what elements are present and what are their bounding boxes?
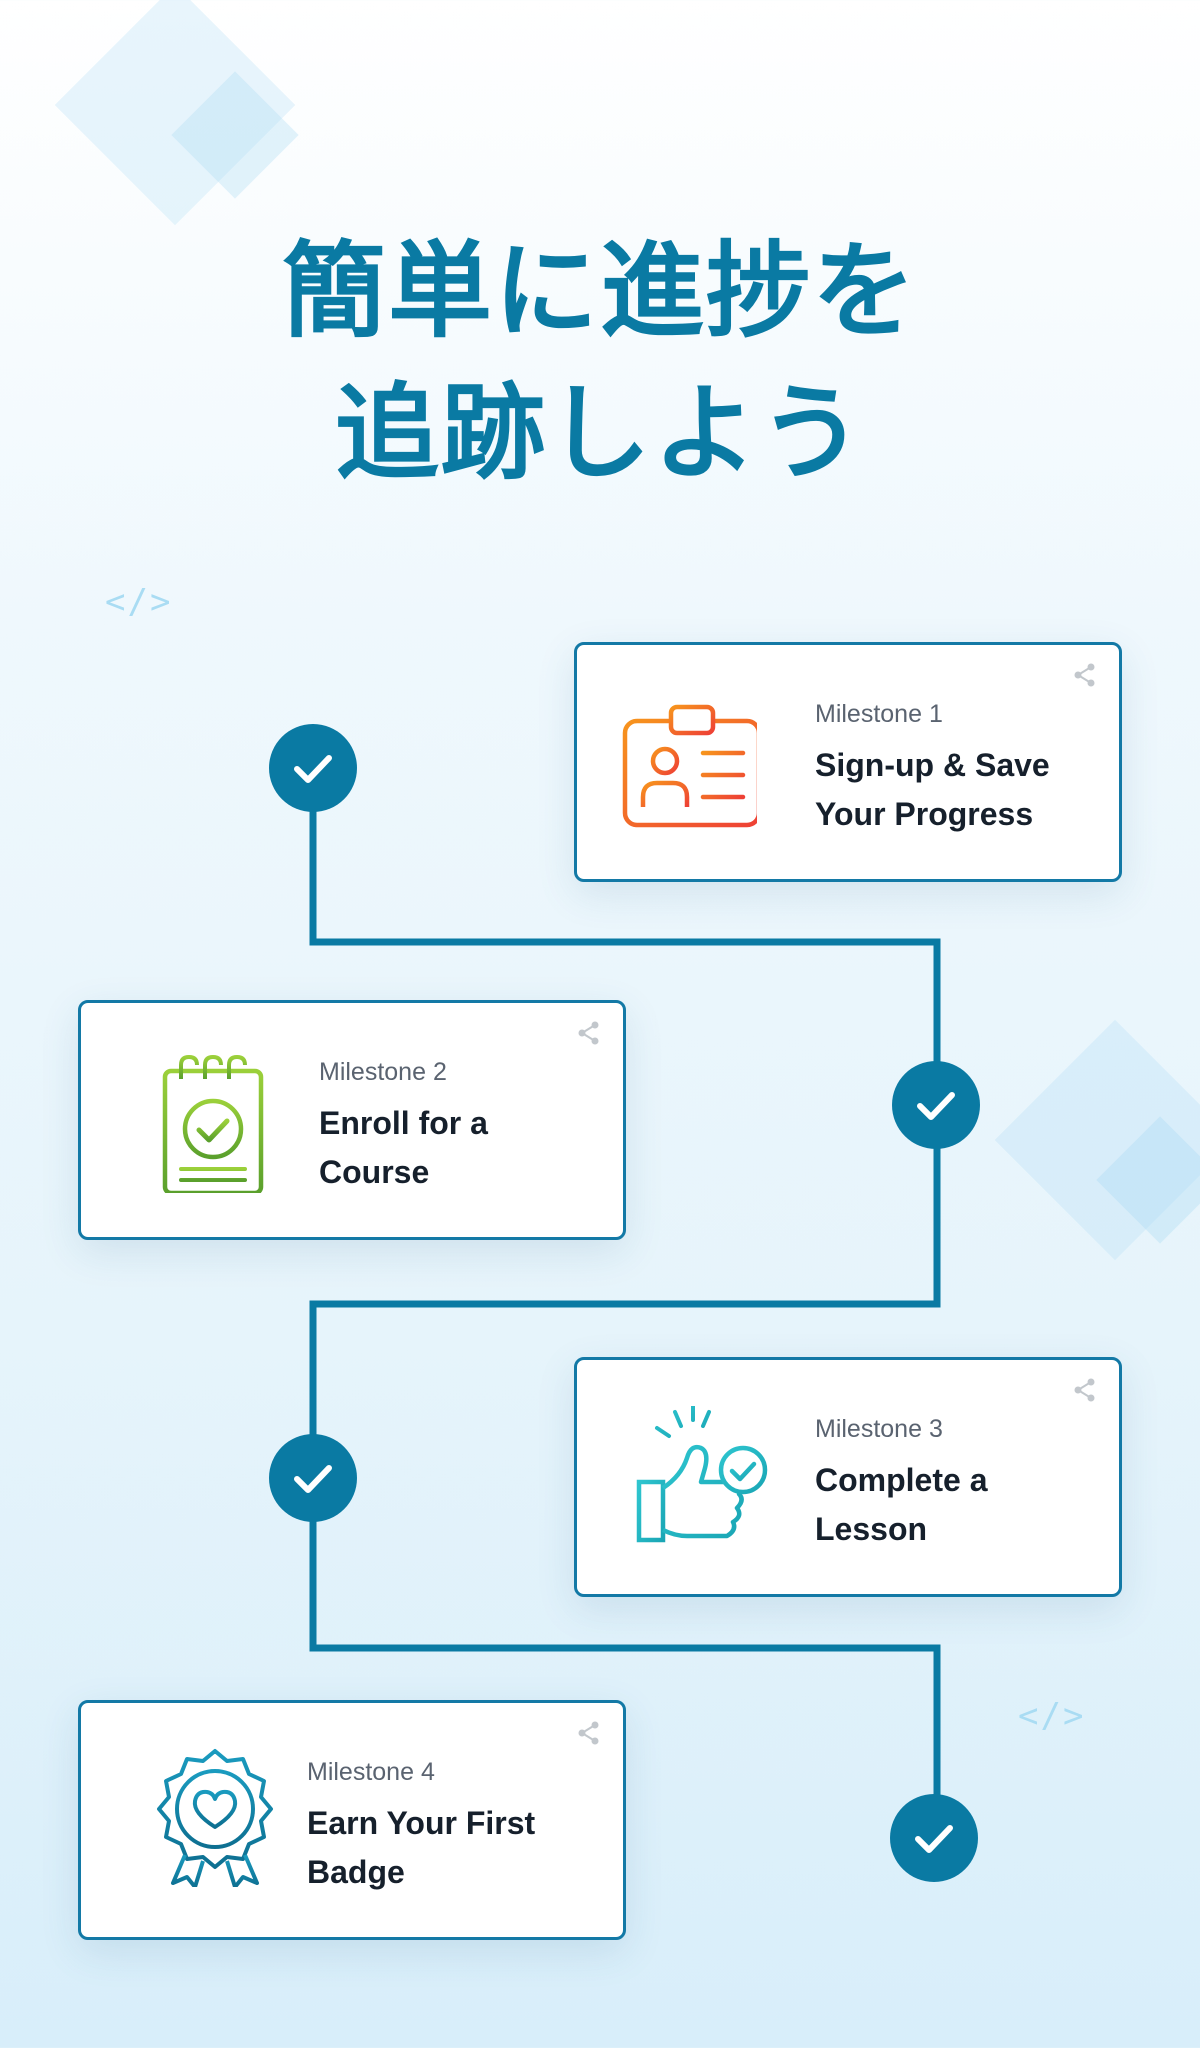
milestone-1-check-node — [269, 724, 357, 812]
share-icon[interactable] — [575, 1019, 603, 1047]
checkmark-icon — [294, 755, 332, 783]
checkmark-icon — [915, 1825, 953, 1853]
milestone-3-check-node — [269, 1434, 357, 1522]
milestone-label: Milestone 1 — [815, 700, 943, 728]
page-title-line-1: 簡単に進捗を — [281, 230, 918, 352]
milestone-card-4[interactable]: Milestone 4 Earn Your First Badge — [78, 1700, 626, 1940]
heart-badge-icon — [157, 1749, 273, 1887]
thumbs-up-check-icon — [636, 1406, 768, 1543]
milestone-title: Enroll for a Course — [319, 1105, 488, 1190]
milestone-4-check-node — [890, 1794, 978, 1882]
notepad-check-icon — [162, 1054, 264, 1193]
decor-code-symbol: </> — [105, 582, 173, 622]
milestone-card-3[interactable]: Milestone 3 Complete a Lesson — [574, 1357, 1122, 1597]
milestone-2-check-node — [892, 1061, 980, 1149]
milestone-title: Earn Your First Badge — [307, 1805, 536, 1890]
milestone-label: Milestone 2 — [319, 1058, 447, 1086]
decor-code-symbol: </> — [1018, 1696, 1086, 1736]
milestone-title: Complete a Lesson — [815, 1462, 988, 1547]
milestone-label: Milestone 3 — [815, 1415, 943, 1443]
page-title-line-2: 追跡しよう — [334, 372, 865, 494]
share-icon[interactable] — [1071, 1376, 1099, 1404]
checkmark-icon — [917, 1092, 955, 1120]
share-icon[interactable] — [1071, 661, 1099, 689]
checkmark-icon — [294, 1465, 332, 1493]
page-title: 簡単に進捗を 追跡しよう — [0, 220, 1200, 504]
milestone-card-2[interactable]: Milestone 2 Enroll for a Course — [78, 1000, 626, 1240]
id-card-icon — [622, 704, 757, 828]
milestone-card-1[interactable]: Milestone 1 Sign-up & Save Your Progress — [574, 642, 1122, 882]
share-icon[interactable] — [575, 1719, 603, 1747]
milestone-title: Sign-up & Save Your Progress — [815, 747, 1050, 832]
milestone-label: Milestone 4 — [307, 1758, 435, 1786]
